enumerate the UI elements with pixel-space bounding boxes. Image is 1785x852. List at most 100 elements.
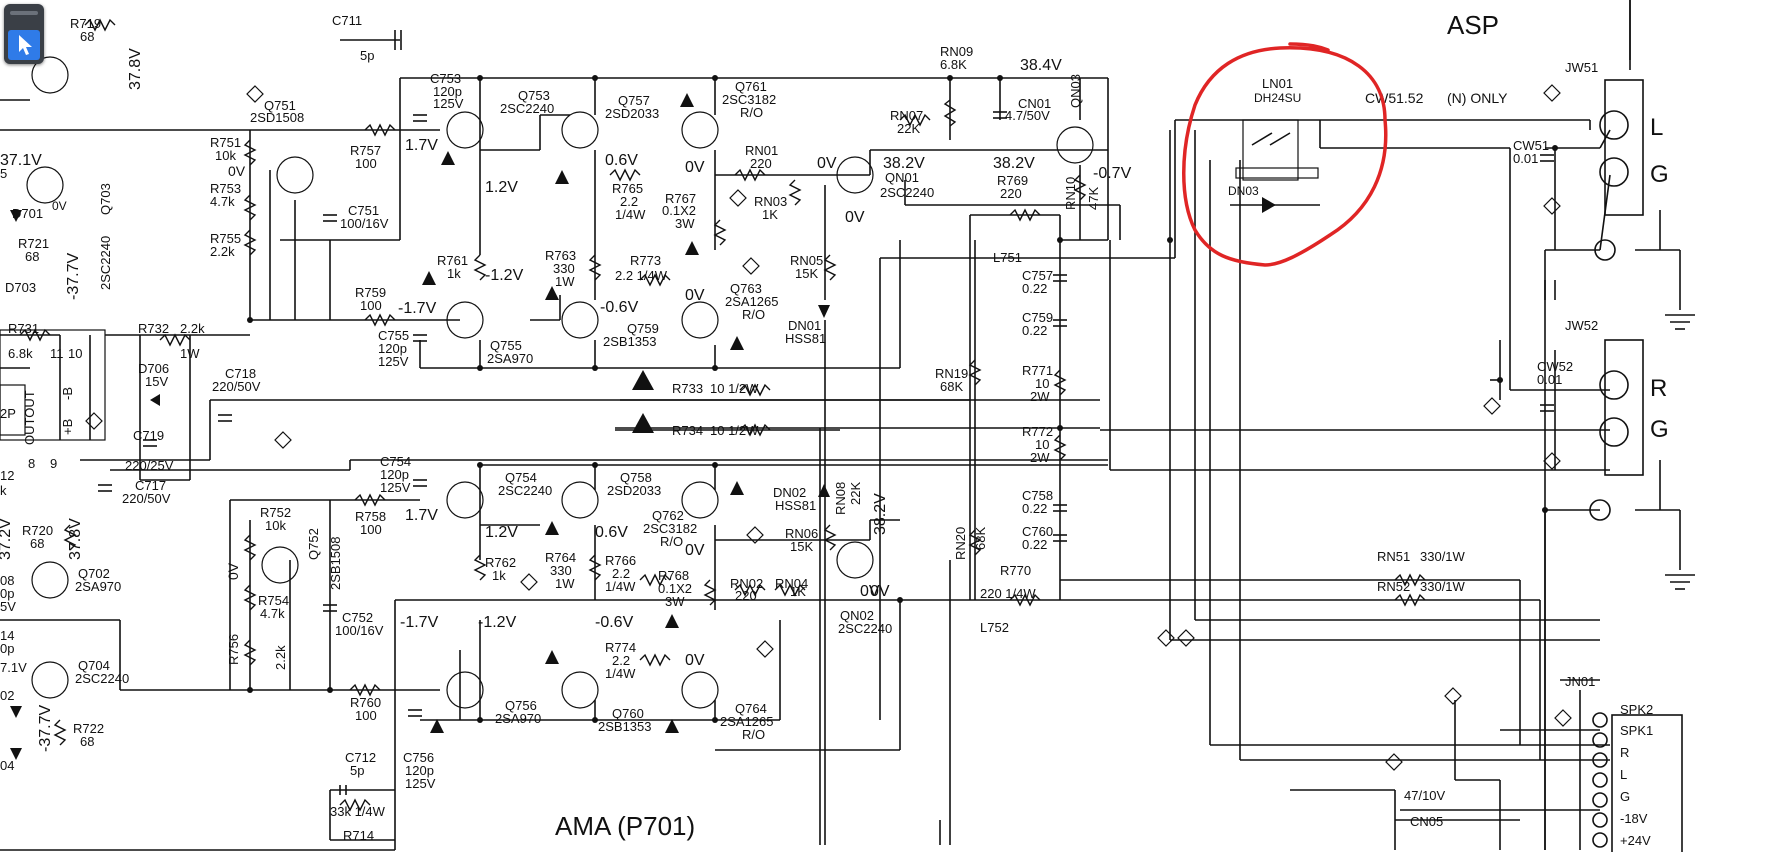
wires xyxy=(0,0,1681,851)
c757: C757 xyxy=(1022,268,1053,283)
v24: 0V xyxy=(860,583,880,600)
d706: D706 xyxy=(138,361,169,376)
capacitors xyxy=(98,30,1554,795)
q758p: 2SD2033 xyxy=(607,483,661,498)
ic-pin-b1: -B xyxy=(60,387,75,400)
cursor-arrow-icon xyxy=(19,35,32,55)
jn01-pin-0: SPK2 xyxy=(1620,702,1653,717)
relay-diode: DN03 xyxy=(1228,184,1259,198)
relay-note: (N) ONLY xyxy=(1447,90,1508,106)
q762: Q762 xyxy=(652,508,684,523)
q704: Q704 xyxy=(78,658,110,673)
v34: 0V xyxy=(52,199,67,213)
jack-l: L xyxy=(1650,114,1663,141)
v15: -1.2V xyxy=(485,267,524,284)
partial-12: 12 xyxy=(0,468,14,483)
partial-08: 08 xyxy=(0,573,14,588)
c718: C718 xyxy=(225,366,256,381)
r770v: 220 1/4W xyxy=(980,586,1036,601)
partial-5v: 5V xyxy=(0,599,16,614)
r764: R764 xyxy=(545,550,576,565)
q764r: R/O xyxy=(742,727,765,742)
c760: C760 xyxy=(1022,524,1053,539)
jn01: JN01 xyxy=(1565,674,1595,689)
c711v: 5p xyxy=(360,48,374,63)
cw52: CW52 xyxy=(1537,359,1573,374)
r758: R758 xyxy=(355,509,386,524)
q755: Q755 xyxy=(490,338,522,353)
r721v: 68 xyxy=(25,249,39,264)
partial-04: 04 xyxy=(0,758,14,773)
v30: 37.2V xyxy=(0,518,14,560)
rn04v: 1K xyxy=(790,584,806,599)
r770: R770 xyxy=(1000,563,1031,578)
c718v: 220/50V xyxy=(212,379,261,394)
v26: -1.7V xyxy=(400,614,439,631)
jw51: JW51 xyxy=(1565,60,1598,75)
c712v: 5p xyxy=(350,763,364,778)
r767v2: 3W xyxy=(675,216,695,231)
c760v: 0.22 xyxy=(1022,537,1047,552)
v27: -1.2V xyxy=(478,614,517,631)
selection-tool-palette[interactable] xyxy=(4,4,44,64)
jn01-pin-1: SPK1 xyxy=(1620,723,1653,738)
q759: Q759 xyxy=(627,321,659,336)
r765v1: 2.2 xyxy=(620,194,638,209)
palette-grip[interactable] xyxy=(10,11,38,15)
r754v: 4.7k xyxy=(260,606,285,621)
d701: D701 xyxy=(12,206,43,221)
r722: R722 xyxy=(73,721,104,736)
rn51v: 330/1W xyxy=(1420,549,1466,564)
jack-r: R xyxy=(1650,375,1667,402)
r768: R768 xyxy=(658,568,689,583)
v3: -37.7V xyxy=(65,253,82,300)
v18: -1.7V xyxy=(398,300,437,317)
ic-pin-3: 8 xyxy=(28,456,35,471)
v14: 0V xyxy=(845,209,865,226)
v28: -0.6V xyxy=(595,614,634,631)
r722v: 68 xyxy=(80,734,94,749)
jack-g2: G xyxy=(1650,416,1669,443)
r774v1: 2.2 xyxy=(612,653,630,668)
rn03: RN03 xyxy=(754,194,787,209)
cw51: CW51 xyxy=(1513,138,1549,153)
r768v2: 3W xyxy=(665,594,685,609)
r765v2: 1/4W xyxy=(615,207,646,222)
v29: 0V xyxy=(685,652,705,669)
c757v: 0.22 xyxy=(1022,281,1047,296)
c759v: 0.22 xyxy=(1022,323,1047,338)
r721: R721 xyxy=(18,236,49,251)
r766v1: 2.2 xyxy=(612,566,630,581)
v11: 0V xyxy=(228,163,246,179)
rn07: RN07 xyxy=(890,108,923,123)
r772v1: 10 xyxy=(1035,437,1049,452)
dn01: DN01 xyxy=(788,318,821,333)
jn01-pin-5: -18V xyxy=(1620,811,1648,826)
c752v: 100/16V xyxy=(335,623,384,638)
q757: Q757 xyxy=(618,93,650,108)
rn51: RN51 xyxy=(1377,549,1410,564)
v10: 0.6V xyxy=(605,152,638,169)
jn01-pin-3: L xyxy=(1620,767,1627,782)
symbols xyxy=(0,75,1695,852)
v22: 0V xyxy=(685,542,705,559)
pointer-tool-button[interactable] xyxy=(8,30,40,60)
transistors xyxy=(26,56,1094,709)
rn09v: 6.8K xyxy=(940,57,967,72)
r732v: 2.2k xyxy=(180,321,205,336)
c755v2: 125V xyxy=(378,354,409,369)
r753: R753 xyxy=(210,181,241,196)
q758: Q758 xyxy=(620,470,652,485)
v25: 0V xyxy=(870,583,890,600)
r774v2: 1/4W xyxy=(605,666,636,681)
r731v: 6.8k xyxy=(8,346,33,361)
r719: R719 xyxy=(70,16,101,31)
r751v: 10k xyxy=(215,148,236,163)
rn09: RN09 xyxy=(940,44,973,59)
q754: Q754 xyxy=(505,470,537,485)
r751: R751 xyxy=(210,135,241,150)
jn01-pin-4: G xyxy=(1620,789,1630,804)
dn02p: HSS81 xyxy=(775,498,816,513)
r761v: 1k xyxy=(447,266,461,281)
q756p: 2SA970 xyxy=(495,711,541,726)
